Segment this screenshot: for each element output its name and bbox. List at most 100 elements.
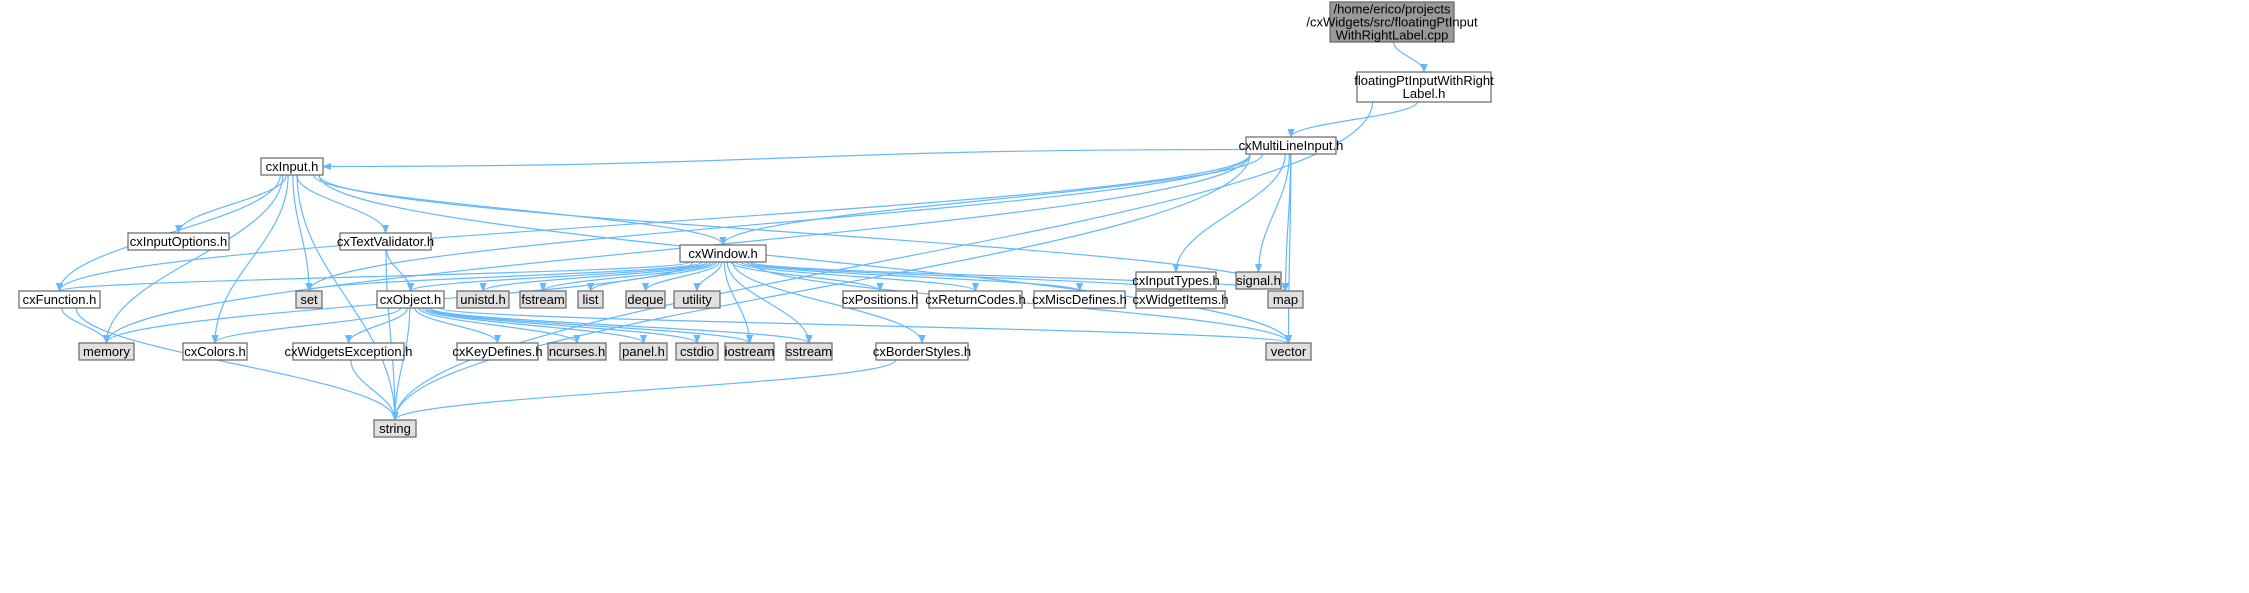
node-box [373, 419, 417, 438]
node-box [577, 290, 604, 309]
edges-layer [55, 41, 1428, 421]
node-label: signal.h [1236, 273, 1281, 288]
node-box [292, 342, 405, 361]
node-box [1245, 136, 1337, 155]
node-box [78, 342, 135, 361]
node-label: cxInput.h [266, 159, 319, 174]
node-box [679, 244, 767, 263]
node-box [260, 157, 324, 176]
node-box [456, 342, 539, 361]
node-label: cxWidgetsException.h [285, 344, 413, 359]
node-box [842, 290, 918, 309]
node-label: list [583, 292, 599, 307]
node-keydefs[interactable]: cxKeyDefines.h [452, 342, 543, 361]
node-box [1329, 1, 1455, 43]
nodes-layer: /home/erico/projects/cxWidgets/src/float… [18, 1, 1494, 438]
edge-input-to-string [296, 174, 399, 421]
edge-input-to-vector [318, 174, 1292, 344]
edge-window-to-set [305, 261, 703, 292]
node-inputtypes[interactable]: cxInputTypes.h [1132, 271, 1220, 290]
node-miscdefs[interactable]: cxMiscDefines.h [1032, 290, 1127, 309]
node-label: /home/erico/projects/cxWidgets/src/float… [1306, 2, 1478, 43]
edge-window-to-list [586, 261, 717, 292]
edge-mli-to-vector [1284, 153, 1293, 344]
edge-window-to-retcodes [735, 261, 979, 292]
node-label: cxInputOptions.h [130, 234, 228, 249]
edge-root-to-fp [1393, 41, 1428, 73]
node-label: cxKeyDefines.h [452, 344, 542, 359]
node-border[interactable]: cxBorderStyles.h [873, 342, 971, 361]
node-mli[interactable]: cxMultiLineInput.h [1239, 136, 1344, 155]
edge-object-to-wexc [344, 307, 408, 344]
node-inputopts[interactable]: cxInputOptions.h [127, 232, 230, 251]
node-function[interactable]: cxFunction.h [18, 290, 101, 309]
node-window[interactable]: cxWindow.h [679, 244, 767, 263]
node-box [295, 290, 323, 309]
node-label: deque [627, 292, 663, 307]
node-label: cstdio [680, 344, 714, 359]
edge-object-to-iostream [426, 307, 753, 344]
node-positions[interactable]: cxPositions.h [842, 290, 919, 309]
node-box [182, 342, 248, 361]
edge-object-to-keydefs [414, 307, 502, 344]
node-label: panel.h [622, 344, 665, 359]
node-box [1265, 342, 1312, 361]
node-textval[interactable]: cxTextValidator.h [337, 232, 434, 251]
node-label: cxTextValidator.h [337, 234, 434, 249]
edge-window-to-function [56, 261, 691, 292]
edge-mli-to-input [322, 148, 1247, 171]
node-label: cxFunction.h [23, 292, 97, 307]
node-label: cxWindow.h [688, 246, 757, 261]
node-box [724, 342, 775, 361]
edge-fp-to-string [391, 101, 1374, 421]
node-label: cxWidgetItems.h [1132, 292, 1228, 307]
node-vector: vector [1265, 342, 1312, 361]
edge-fp-to-mli [1287, 101, 1418, 138]
node-box [547, 342, 607, 361]
node-retcodes[interactable]: cxReturnCodes.h [925, 290, 1026, 309]
node-root: /home/erico/projects/cxWidgets/src/float… [1306, 1, 1478, 43]
node-box [18, 290, 101, 309]
node-wexc[interactable]: cxWidgetsException.h [285, 342, 413, 361]
node-utility: utility [673, 290, 721, 309]
node-list: list [577, 290, 604, 309]
node-label: cxMiscDefines.h [1032, 292, 1127, 307]
edge-function-to-string [75, 307, 399, 421]
node-fstream: fstream [519, 290, 567, 309]
node-box [673, 290, 721, 309]
node-label: vector [1271, 344, 1307, 359]
edge-mli-to-string [391, 153, 1251, 421]
node-box [1135, 271, 1217, 290]
node-label: set [300, 292, 318, 307]
node-label: utility [682, 292, 712, 307]
node-box [339, 232, 432, 251]
node-deque: deque [625, 290, 666, 309]
edge-object-to-cstdio [424, 307, 701, 344]
node-set: set [295, 290, 323, 309]
node-box [1135, 290, 1226, 309]
node-label: cxInputTypes.h [1132, 273, 1219, 288]
node-label: unistd.h [460, 292, 506, 307]
edge-border-to-string [391, 359, 897, 421]
edge-input-to-window [312, 174, 727, 246]
node-box [376, 290, 445, 309]
edge-object-to-sstream [429, 307, 813, 344]
node-colors[interactable]: cxColors.h [182, 342, 248, 361]
node-box [625, 290, 666, 309]
node-label: cxObject.h [380, 292, 441, 307]
node-widgetitems[interactable]: cxWidgetItems.h [1132, 290, 1229, 309]
edge-mli-to-window [719, 153, 1264, 246]
edge-input-to-inputopts [174, 174, 287, 234]
node-box [875, 342, 969, 361]
edge-window-to-deque [641, 261, 720, 292]
node-input[interactable]: cxInput.h [260, 157, 324, 176]
node-unistd: unistd.h [456, 290, 510, 309]
node-label: cxColors.h [184, 344, 245, 359]
node-box [1267, 290, 1304, 309]
node-label: cxBorderStyles.h [873, 344, 971, 359]
node-object[interactable]: cxObject.h [376, 290, 445, 309]
edge-mli-to-memory [103, 153, 1251, 344]
node-ncurses: ncurses.h [547, 342, 607, 361]
